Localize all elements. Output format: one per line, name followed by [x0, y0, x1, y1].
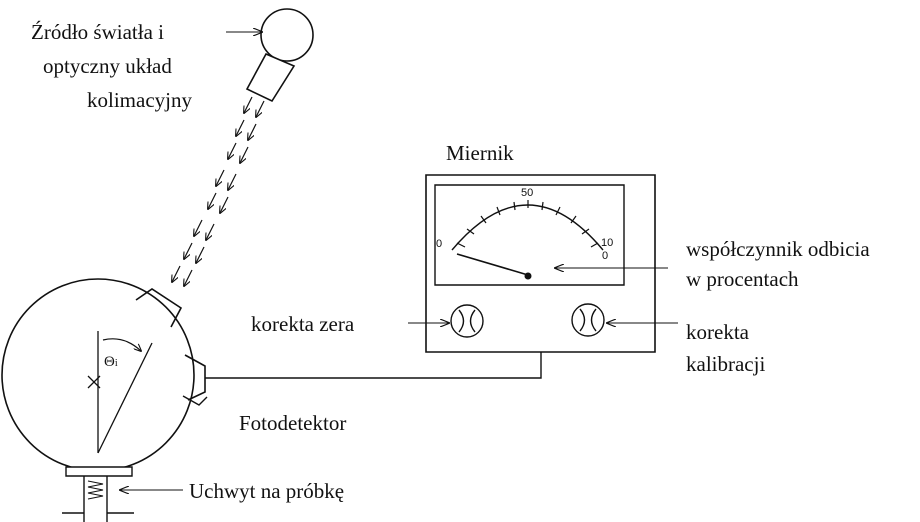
- calibration-label-line2: kalibracji: [686, 352, 766, 376]
- gauge-label-mid: 50: [521, 187, 533, 199]
- gauge-ticks: [457, 200, 598, 247]
- sphere-center-mark: [88, 376, 100, 388]
- light-source-label-line3: kolimacyjny: [87, 88, 192, 112]
- light-source-lamp: [261, 9, 313, 61]
- calibration-label-line1: korekta: [686, 320, 749, 344]
- gauge-pivot: [524, 272, 532, 280]
- gauge-needle: [457, 254, 528, 275]
- light-source-label-line1: Źródło światła i: [31, 20, 164, 44]
- meter-display: [435, 185, 624, 285]
- gauge-label-max-sub: 0: [602, 250, 608, 262]
- light-beam: [172, 97, 264, 286]
- meter-label: Miernik: [446, 141, 514, 165]
- detector-port: [185, 355, 205, 400]
- angle-symbol: Θ: [104, 354, 115, 370]
- reflectance-label-line1: współczynnik odbicia: [686, 237, 870, 261]
- detector-cable: [205, 352, 541, 378]
- photodetector-label: Fotodetektor: [239, 411, 347, 435]
- calibration-correction-knob: [572, 304, 604, 336]
- gauge-label-max: 10: [601, 237, 613, 249]
- entrance-port: [136, 289, 181, 327]
- incidence-angle-label: Θi: [104, 349, 118, 377]
- zero-correction-knob: [451, 305, 483, 337]
- photodetector-bracket: [183, 396, 207, 405]
- collimator-tube: [247, 54, 294, 101]
- sample-holder-label: Uchwyt na próbkę: [189, 479, 345, 503]
- incidence-angle-arc: [103, 339, 141, 351]
- sample-platform: [66, 467, 132, 476]
- light-source-label-line2: optyczny układ: [43, 54, 172, 78]
- reflected-ray: [98, 343, 152, 453]
- holder-spring: [88, 481, 103, 499]
- angle-subscript: i: [114, 358, 118, 369]
- gauge-label-min: 0: [436, 238, 442, 250]
- zero-correction-label: korekta zera: [251, 312, 355, 336]
- reflectance-label-line2: w procentach: [686, 267, 799, 291]
